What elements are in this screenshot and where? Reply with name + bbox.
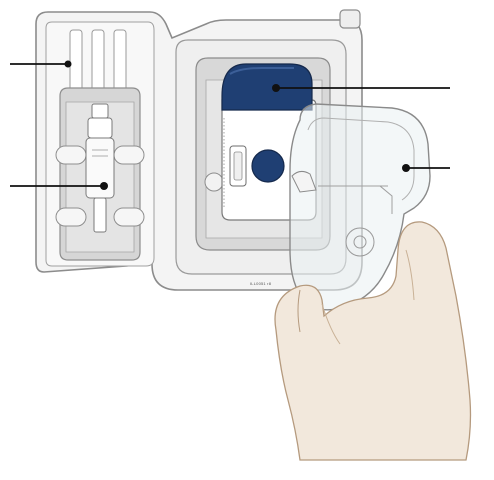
needle-hub <box>85 103 115 233</box>
callout-dot-needle-guide <box>64 60 72 68</box>
figure-code: ILL0051 r8 <box>250 281 272 286</box>
callout-leaders <box>10 60 450 190</box>
tray-tab <box>339 9 361 29</box>
clear-cover <box>289 103 431 311</box>
hand <box>274 221 472 461</box>
blue-cap <box>221 63 313 111</box>
callout-dot-blue-cap <box>272 84 280 92</box>
callout-dot-clear-cover <box>402 164 410 172</box>
blue-dial <box>251 149 285 183</box>
needle-guide-slots <box>69 29 127 95</box>
callout-dot-needle-hub <box>100 182 108 190</box>
